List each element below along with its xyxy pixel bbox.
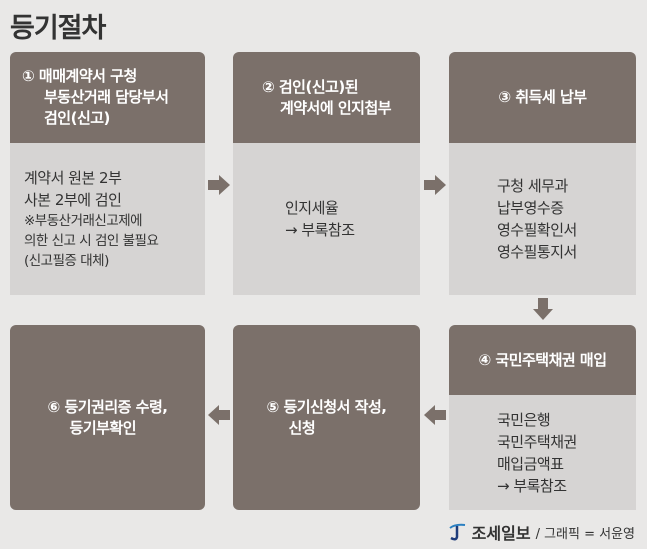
step-4-header: ④ 국민주택채권 매입: [449, 325, 636, 395]
body-line: 인지세율: [285, 199, 339, 217]
body-line: 계약서 원본 2부: [24, 169, 122, 187]
header-line: ④ 국민주택채권 매입: [478, 350, 607, 369]
step-6-box: ⑥ 등기권리증 수령, 등기부확인: [10, 325, 205, 510]
header-line: 부동산거래 담당부서: [44, 88, 169, 106]
step-2-header: ② 검인(신고)된 계약서에 인지첩부: [233, 52, 420, 143]
header-line: 계약서에 인지첩부: [279, 98, 392, 117]
step-3-body: 구청 세무과 납부영수증 영수필확인서 영수필통지서: [449, 143, 636, 295]
header-line: 등기부확인: [69, 418, 137, 437]
header-line: 검인(신고): [44, 109, 110, 127]
arrow-right-icon: [208, 175, 230, 195]
arrow-right-icon: [424, 175, 446, 195]
header-line: 신청: [288, 418, 316, 437]
step-1-body: 계약서 원본 2부 사본 2부에 검인 ※부동산거래신고제에 의한 신고 시 검…: [10, 143, 205, 295]
header-line: ③ 취득세 납부: [498, 88, 587, 106]
header-line: ① 매매계약서 구청: [22, 67, 137, 85]
note-line: 의한 신고 시 검인 불필요: [24, 233, 159, 249]
body-line: 국민주택채권: [497, 432, 577, 451]
logo-icon: [449, 523, 465, 541]
header-line: ② 검인(신고)된: [261, 77, 359, 96]
body-line: 국민은행: [497, 410, 551, 429]
body-line: → 부록참조: [285, 221, 355, 239]
step-5-box: ⑤ 등기신청서 작성, 신청: [233, 325, 420, 510]
header-line: ⑥ 등기권리증 수령,: [47, 397, 168, 416]
arrow-left-icon: [424, 405, 446, 425]
body-line: 사본 2부에 검인: [24, 191, 122, 209]
step-2-body: 인지세율 → 부록참조: [233, 143, 420, 295]
brand-name: 조세일보: [471, 524, 531, 543]
step-4-body: 국민은행 국민주택채권 매입금액표 → 부록참조: [449, 395, 636, 510]
body-line: 영수필확인서: [497, 221, 577, 239]
note-line: (신고필증 대체): [24, 253, 109, 269]
arrow-left-icon: [208, 405, 230, 425]
step-3-header: ③ 취득세 납부: [449, 52, 636, 143]
arrow-down-icon: [533, 298, 553, 320]
body-line: → 부록참조: [497, 476, 567, 495]
header-line: ⑤ 등기신청서 작성,: [266, 397, 387, 416]
note-line: ※부동산거래신고제에: [24, 213, 143, 229]
body-line: 구청 세무과: [497, 177, 568, 195]
page-title: 등기절차: [10, 13, 106, 44]
credit-text: / 그래픽 = 서윤영: [535, 526, 635, 542]
body-line: 영수필통지서: [497, 243, 577, 261]
body-line: 매입금액표: [497, 454, 564, 473]
body-line: 납부영수증: [497, 199, 564, 217]
step-1-header: ① 매매계약서 구청 부동산거래 담당부서 검인(신고): [10, 52, 205, 143]
credit: 조세일보 / 그래픽 = 서윤영: [447, 520, 635, 544]
